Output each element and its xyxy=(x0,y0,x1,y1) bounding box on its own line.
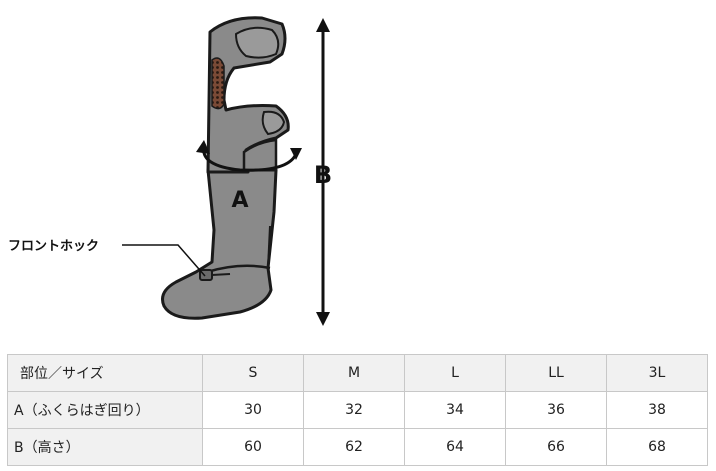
cell-b-3l: 68 xyxy=(606,428,708,466)
circumference-arrow xyxy=(196,140,302,172)
cell-a-s: 30 xyxy=(202,391,304,429)
label-a: A xyxy=(231,188,248,213)
cell-b-ll: 66 xyxy=(505,428,607,466)
height-arrow xyxy=(316,18,330,326)
row-label-a: A（ふくらはぎ回り） xyxy=(7,391,203,429)
cell-a-ll: 36 xyxy=(505,391,607,429)
header-size-3l: 3L xyxy=(606,354,708,392)
front-hook-callout xyxy=(122,244,206,277)
boot-shape xyxy=(161,16,290,320)
header-size-l: L xyxy=(404,354,506,392)
cell-a-m: 32 xyxy=(303,391,405,429)
front-hook-label: フロントホック xyxy=(8,239,99,254)
size-table-header-row: 部位／サイズ S M L LL 3L xyxy=(7,354,708,392)
header-size-s: S xyxy=(202,354,304,392)
header-part-size: 部位／サイズ xyxy=(7,354,203,392)
table-row: B（高さ） 60 62 64 66 68 xyxy=(7,428,708,466)
row-label-b: B（高さ） xyxy=(7,428,203,466)
table-row: A（ふくらはぎ回り） 30 32 34 36 38 xyxy=(7,391,708,429)
cell-b-m: 62 xyxy=(303,428,405,466)
header-size-m: M xyxy=(303,354,405,392)
product-figure: A B フロントホック xyxy=(8,16,332,326)
cell-a-3l: 38 xyxy=(606,391,708,429)
header-size-ll: LL xyxy=(505,354,607,392)
cell-b-l: 64 xyxy=(404,428,506,466)
size-table: 部位／サイズ S M L LL 3L A（ふくらはぎ回り） 30 32 34 3… xyxy=(7,354,708,466)
cell-b-s: 60 xyxy=(202,428,304,466)
cell-a-l: 34 xyxy=(404,391,506,429)
boot-illustration: A B フロントホック xyxy=(8,16,332,326)
label-b: B xyxy=(314,161,332,189)
